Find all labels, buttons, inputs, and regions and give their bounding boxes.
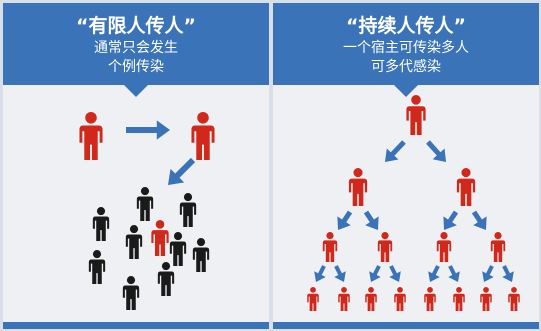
transmission-arrow-icon [334, 265, 346, 282]
limited-transmission-banner: “有限人传人” 通常只会发生 个例传染 [3, 3, 269, 85]
limited-transmission-subtitle: 通常只会发生 个例传染 [3, 39, 269, 77]
limited-transmission-subtitle-line1: 通常只会发生 [94, 40, 178, 56]
transmission-arrow-icon [389, 265, 401, 282]
infected-person-icon [151, 220, 169, 256]
transmission-arrow-icon [314, 265, 326, 282]
infected-person-icon [191, 112, 215, 160]
transmission-arrow-icon [443, 210, 459, 230]
transmission-arrow-icon [126, 120, 170, 140]
infected-person-icon [348, 168, 368, 206]
footer-strip [3, 322, 269, 329]
transmission-arrow-icon [168, 157, 196, 185]
healthy-person-icon [179, 193, 197, 227]
healthy-person-icon [92, 207, 110, 241]
infected-person-icon [307, 287, 319, 311]
transmission-arrow-icon [385, 140, 406, 162]
infected-person-icon [480, 287, 492, 311]
infected-person-icon [456, 168, 476, 206]
healthy-person-icon [122, 276, 140, 310]
infected-person-icon [79, 112, 103, 160]
infected-person-icon [406, 95, 426, 135]
infected-person-icon [436, 232, 452, 262]
sustained-transmission-title: “持续人传人” [346, 15, 466, 37]
infected-person-icon [394, 287, 406, 311]
limited-transmission-subtitle-line2: 个例传染 [108, 59, 164, 75]
healthy-person-icon [88, 250, 106, 284]
sustained-transmission-banner: “持续人传人” 一个宿主可传染多人 可多代感染 [273, 3, 539, 85]
transmission-arrow-icon [369, 265, 381, 282]
limited-transmission-title: “有限人传人” [76, 15, 196, 37]
transmission-arrow-icon [482, 265, 494, 282]
transmission-arrow-icon [502, 265, 514, 282]
transmission-arrow-icon [448, 265, 460, 282]
infected-person-icon [338, 287, 350, 311]
healthy-person-icon [136, 187, 154, 221]
infected-person-icon [377, 232, 393, 262]
transmission-arrow-icon [471, 210, 487, 230]
transmission-arrow-icon [426, 140, 446, 162]
banner-pointer [124, 85, 148, 97]
limited-transmission-panel: “有限人传人” 通常只会发生 个例传染 [3, 3, 269, 329]
sustained-transmission-subtitle-line2: 可多代感染 [371, 59, 441, 75]
healthy-person-icon [192, 238, 210, 272]
transmission-arrow-icon [428, 265, 440, 282]
transmission-arrow-icon [337, 210, 353, 230]
footer-strip [273, 322, 539, 329]
sustained-transmission-subtitle: 一个宿主可传染多人 可多代感染 [273, 39, 539, 77]
healthy-person-icon [125, 225, 143, 259]
sustained-transmission-subtitle-line1: 一个宿主可传染多人 [343, 40, 469, 56]
infected-person-icon [453, 287, 465, 311]
infected-person-icon [365, 287, 377, 311]
infected-person-icon [322, 232, 338, 262]
transmission-arrow-icon [363, 210, 379, 230]
infected-person-icon [508, 287, 520, 311]
infected-person-icon [424, 287, 436, 311]
infected-person-icon [490, 232, 506, 262]
healthy-person-icon [169, 232, 187, 266]
banner-pointer [394, 85, 418, 97]
healthy-person-icon [157, 262, 175, 296]
